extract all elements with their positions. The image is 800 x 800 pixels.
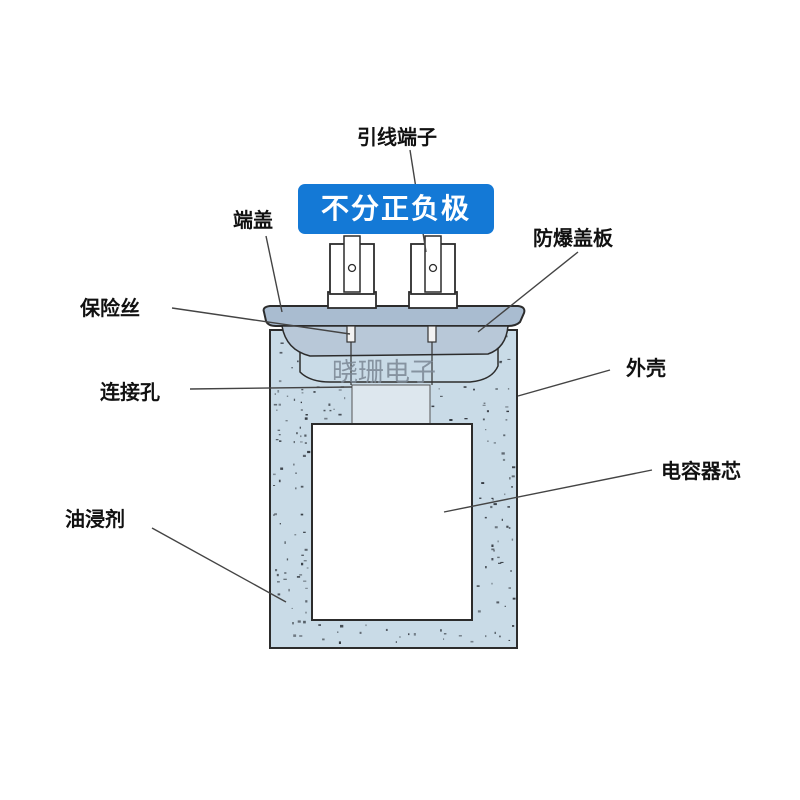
leader-core: [443, 469, 653, 513]
label-oil-impregnant: 油浸剂: [65, 507, 125, 531]
watermark: 晓珊电子: [332, 358, 437, 388]
leader-explosion-plate: [477, 251, 579, 333]
label-terminal: 引线端子: [357, 125, 437, 149]
label-shell: 外壳: [626, 356, 666, 380]
leader-fuse: [171, 307, 351, 335]
terminal-right: [410, 235, 456, 295]
end-cap: [262, 305, 526, 327]
fuse-right: [427, 325, 437, 343]
label-fuse: 保险丝: [80, 296, 140, 320]
leader-lines: [151, 149, 653, 603]
leader-shell: [517, 369, 611, 397]
leader-end-cap: [265, 235, 283, 313]
explosion-proof-plate: [281, 325, 509, 357]
label-capacitor-core: 电容器芯: [661, 459, 741, 483]
connection-hole-column: [351, 384, 431, 426]
capacitor-core: [311, 423, 473, 621]
no-polarity-banner: 不分正负极: [298, 184, 494, 234]
leader-connection-hole: [189, 386, 353, 390]
label-explosion-proof-plate: 防爆盖板: [533, 226, 613, 250]
label-connection-hole: 连接孔: [100, 380, 160, 404]
label-end-cap: 端盖: [233, 208, 273, 232]
terminal-left: [329, 235, 375, 295]
leader-oil: [151, 527, 287, 603]
